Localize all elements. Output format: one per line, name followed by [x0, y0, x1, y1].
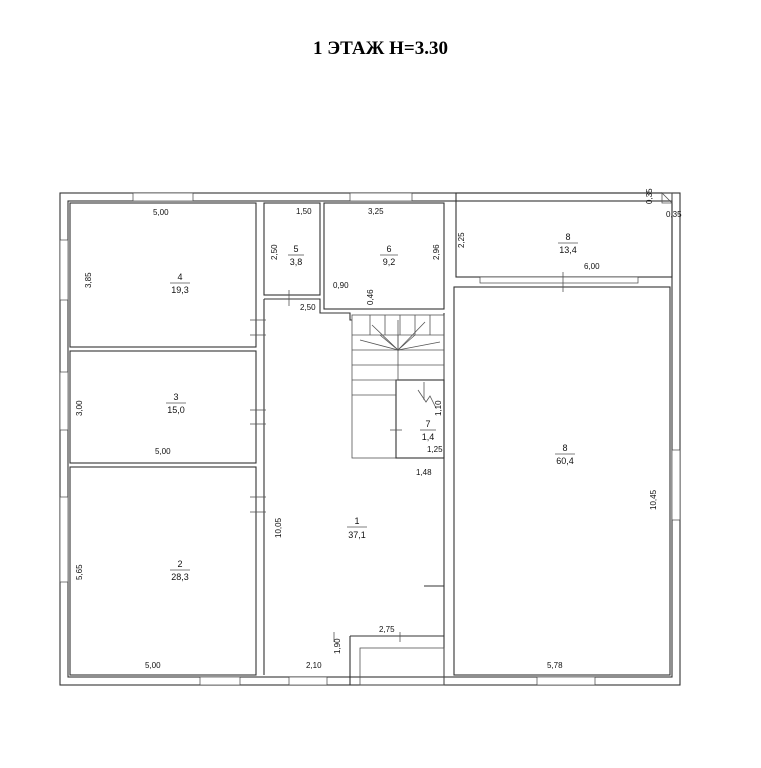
dim-opening-width: 0,90 [333, 281, 349, 290]
dim-room5-width: 1,50 [296, 207, 312, 216]
svg-text:4: 4 [177, 272, 182, 282]
svg-text:13,4: 13,4 [559, 245, 577, 255]
svg-text:6: 6 [386, 244, 391, 254]
dim-room4-height: 3,85 [84, 272, 93, 288]
dim-room2-height: 5,65 [75, 564, 84, 580]
dim-room3-height: 3,00 [75, 400, 84, 416]
dim-room4-width: 5,00 [153, 208, 169, 217]
dim-room8-small-width: 6,00 [584, 262, 600, 271]
room-label-3: 3 15,0 [166, 392, 186, 415]
svg-text:5: 5 [293, 244, 298, 254]
svg-text:60,4: 60,4 [556, 456, 574, 466]
dim-room8-small-height: 2,25 [457, 232, 466, 248]
room-6-walls [323, 202, 445, 310]
corridor-top-wall [264, 298, 352, 321]
dim-room6-height: 2,96 [432, 244, 441, 260]
room-label-6: 6 9,2 [380, 244, 398, 267]
room-label-2: 2 28,3 [170, 559, 190, 582]
dim-opening-depth: 0,46 [366, 289, 375, 305]
dim-room8-large-width: 5,78 [547, 661, 563, 670]
svg-text:37,1: 37,1 [348, 530, 366, 540]
room-3-walls [69, 350, 257, 464]
dim-stair-width: 1,48 [416, 468, 432, 477]
svg-text:2: 2 [177, 559, 182, 569]
svg-text:8: 8 [565, 232, 570, 242]
stair-break-mark [417, 389, 437, 409]
room-label-8-small: 8 13,4 [558, 232, 578, 255]
svg-text:3: 3 [173, 392, 178, 402]
dim-room7-width: 1,25 [427, 445, 443, 454]
room-label-8-large: 8 60,4 [555, 443, 575, 466]
svg-text:28,3: 28,3 [171, 572, 189, 582]
svg-text:9,2: 9,2 [383, 257, 396, 267]
dim-room8-large-height: 10,45 [649, 489, 658, 510]
dim-corridor-length: 10,05 [274, 517, 283, 538]
dim-room3-width: 5,00 [155, 447, 171, 456]
dim-shaft-height: 0,35 [645, 188, 654, 204]
dim-room5-height: 2,50 [270, 244, 279, 260]
dim-corridor-top: 2,50 [300, 303, 316, 312]
outer-wall-inner [67, 200, 673, 678]
stair-treads [352, 315, 444, 396]
dim-room6-width: 3,25 [368, 207, 384, 216]
room-5-walls [263, 202, 321, 296]
dimension-labels: 5,00 3,85 3,00 5,00 5,65 5,00 1,50 2,50 … [75, 188, 682, 670]
dim-entrance-depth: 1,90 [333, 638, 342, 654]
floor-plan-title: 1 ЭТАЖ Н=3.30 [313, 38, 448, 59]
room-label-5: 5 3,8 [288, 244, 304, 267]
svg-text:7: 7 [425, 419, 430, 429]
svg-text:8: 8 [562, 443, 567, 453]
room-2-walls [69, 466, 257, 676]
door-marks [250, 192, 673, 642]
dim-entrance-width: 2,75 [379, 625, 395, 634]
room-4-walls [69, 202, 257, 348]
dim-corridor-bottom: 2,10 [306, 661, 322, 670]
svg-text:15,0: 15,0 [167, 405, 185, 415]
dim-room2-width: 5,00 [145, 661, 161, 670]
entrance-porch [359, 647, 445, 686]
svg-text:19,3: 19,3 [171, 285, 189, 295]
dim-room7-height: 1,10 [434, 400, 443, 416]
windows [59, 192, 681, 686]
svg-text:1,4: 1,4 [422, 432, 435, 442]
room-label-1: 1 37,1 [347, 516, 367, 540]
room-8-large-walls [453, 286, 671, 676]
room-label-4: 4 19,3 [170, 272, 190, 295]
room-7-walls [395, 379, 445, 459]
svg-text:1: 1 [354, 516, 359, 526]
room-8-small-walls [455, 192, 673, 278]
svg-text:3,8: 3,8 [290, 257, 303, 267]
room-label-7: 7 1,4 [420, 419, 436, 442]
dim-shaft-width: 0,35 [666, 210, 682, 219]
